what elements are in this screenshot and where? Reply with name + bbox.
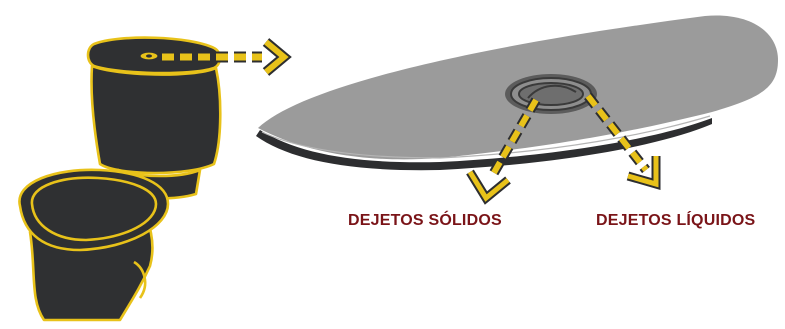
toilet-icon xyxy=(18,36,222,322)
arrow-solid-waste xyxy=(466,97,541,205)
toilet-flush-button-icon xyxy=(139,51,159,61)
toilet-tank xyxy=(90,64,222,175)
dual-flush-button-icon xyxy=(505,74,597,114)
toilet-seat-lid xyxy=(30,176,158,242)
arrow-toilet-to-lid xyxy=(162,38,292,76)
toilet-pedestal-detail xyxy=(133,260,147,299)
label-solid-waste: DEJETOS SÓLIDOS xyxy=(348,212,502,229)
label-liquid-waste: DEJETOS LÍQUIDOS xyxy=(596,212,756,229)
flush-button-divider xyxy=(527,84,577,99)
arrow-liquid-waste xyxy=(584,92,661,190)
tank-lid-highlight xyxy=(261,115,711,159)
